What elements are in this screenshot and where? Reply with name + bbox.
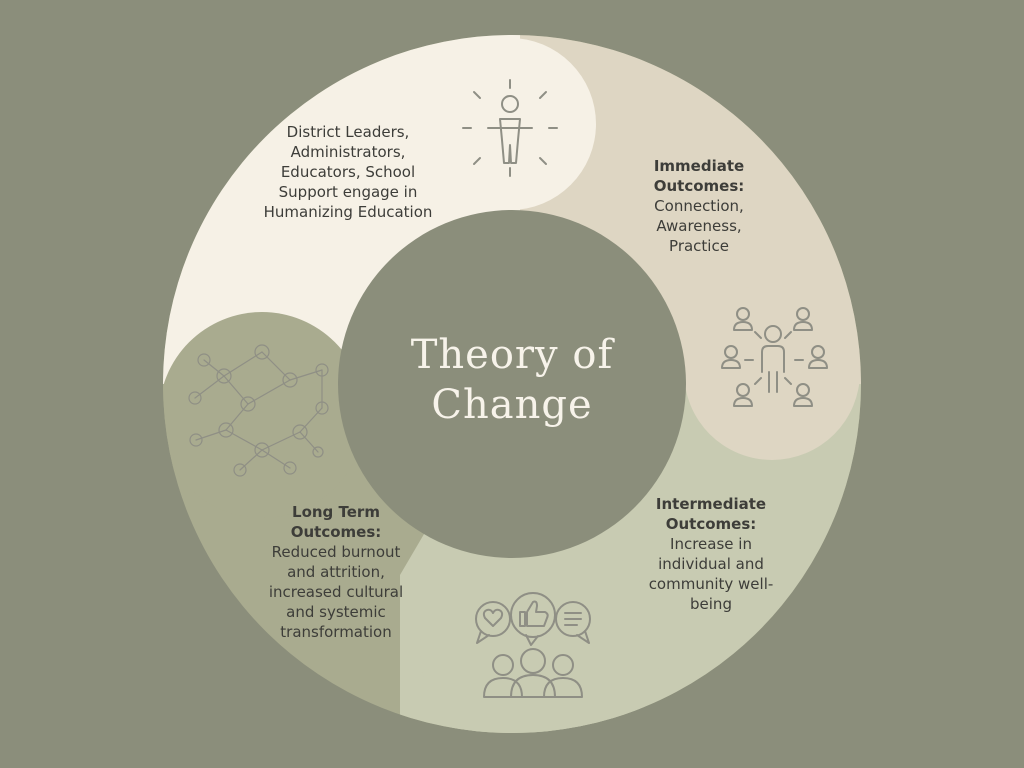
diagram-title: Theory of Change — [362, 330, 662, 430]
segment-participants-head — [424, 38, 596, 210]
segment-long-term-head — [163, 312, 365, 518]
segment-immediate-head — [684, 284, 860, 460]
participants-label: District Leaders, Administrators, Educat… — [263, 123, 433, 221]
title-line-1: Theory of — [410, 332, 614, 378]
segment-intermediate-head — [420, 528, 660, 733]
network-of-people-icon — [188, 344, 329, 477]
center-circle — [338, 210, 686, 558]
person-radiating-icon — [462, 79, 558, 177]
title-line-2: Change — [431, 382, 593, 428]
intermediate-outcomes-label: Intermediate Outcomes: Increase in indiv… — [648, 495, 774, 613]
person-connected-to-group-icon — [721, 307, 828, 407]
community-feedback-icon — [475, 592, 591, 698]
immediate-outcomes-label: Immediate Outcomes: Connection, Awarenes… — [653, 157, 745, 255]
long-term-outcomes-label: Long Term Outcomes: Reduced burnout and … — [268, 503, 404, 641]
